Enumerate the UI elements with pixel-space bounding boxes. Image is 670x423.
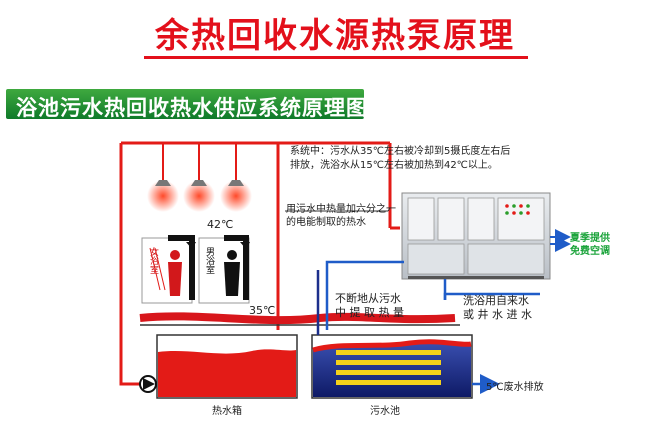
hot-water-tank <box>156 334 298 399</box>
heat-pump-unit <box>401 192 551 280</box>
waste-pool-label: 污水池 <box>370 406 400 417</box>
waste-pool <box>311 334 473 399</box>
subtitle-banner: 浴池污水热回收热水供应系统原理图 <box>6 89 367 120</box>
male-room-label: 男浴室 <box>204 247 214 274</box>
extract-line1: 不断地从污水 <box>335 292 401 305</box>
tapwater-line2: 或 井 水 进 水 <box>463 308 532 321</box>
hot-tank-label: 热水箱 <box>212 406 242 417</box>
pump-icon <box>139 375 157 393</box>
male-bathroom <box>198 235 250 304</box>
subtitle: 浴池污水热回收热水供应系统原理图 <box>16 96 368 120</box>
cold-water-pipes <box>316 229 571 394</box>
female-room-label: 女浴室 <box>148 247 158 274</box>
shower-heads <box>147 180 252 212</box>
callout-line1: 用污水中热量加六分之一 <box>286 204 396 215</box>
title-underline <box>144 56 528 59</box>
waste-drain-pipe <box>139 312 460 326</box>
heat-exchange-coil <box>336 350 441 385</box>
extract-line2: 中 提 取 热 量 <box>335 306 404 319</box>
feature-summer: 夏季提供 <box>570 233 610 244</box>
waste-in-temp: 35℃ <box>249 304 276 317</box>
feature-free-ac: 免费空调 <box>570 246 610 257</box>
system-note-line1: 系统中：污水从35℃左右被冷却到5摄氏度左右后 <box>290 146 511 157</box>
system-note-line2: 排放，洗浴水从15℃左右被加热到42℃以上。 <box>290 160 498 171</box>
waste-out-temp: 5℃废水排放 <box>486 382 544 393</box>
main-title: 余热回收水源热泵原理 <box>155 16 515 56</box>
callout-line2: 的电能制取的热水 <box>286 217 366 228</box>
hot-supply-pipe <box>119 141 400 386</box>
tapwater-line1: 洗浴用自来水 <box>463 294 529 307</box>
female-bathroom <box>141 235 196 304</box>
shower-temp: 42℃ <box>207 218 234 231</box>
